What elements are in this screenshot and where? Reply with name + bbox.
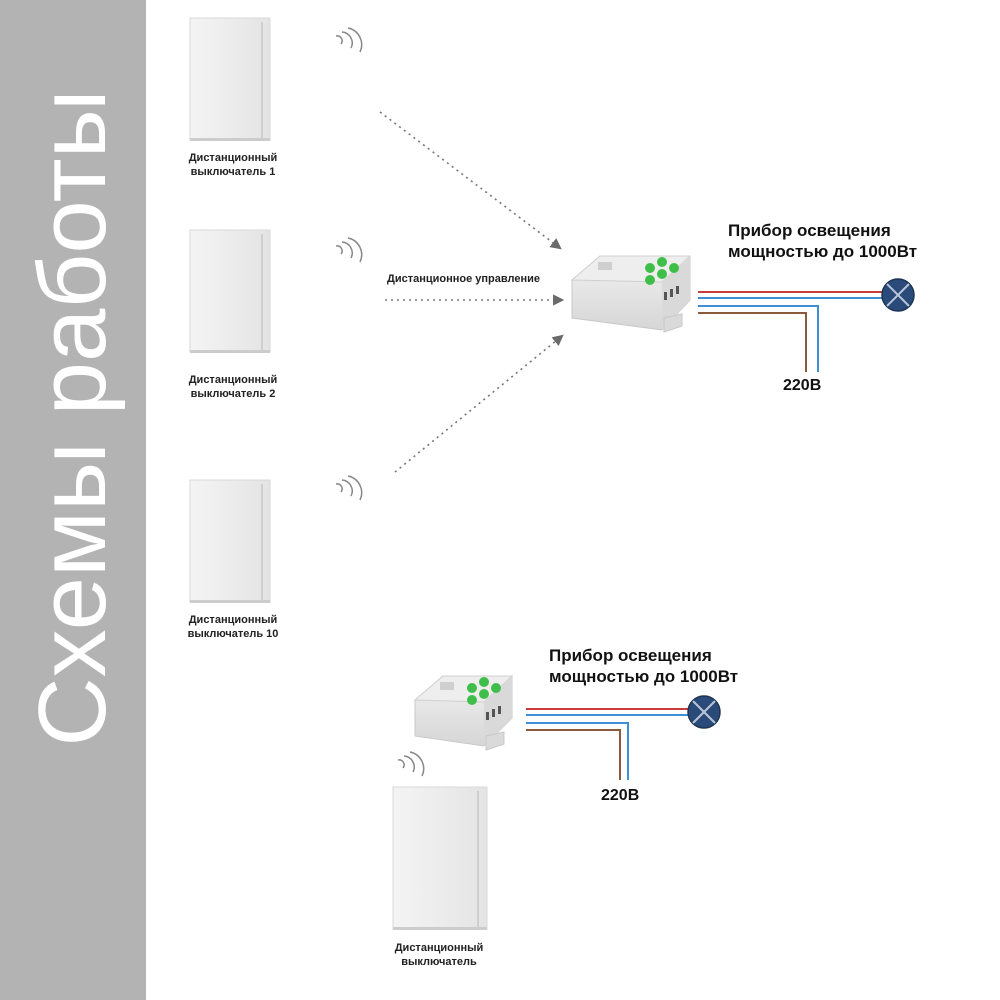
switch-label-1: Дистанционный выключатель 1 — [168, 151, 298, 179]
lamp-label: Прибор освещения мощностью до 1000Вт — [728, 220, 917, 262]
lamp-label-line: Прибор освещения — [728, 221, 891, 240]
wires — [698, 291, 882, 372]
switch-label-line: выключатель 1 — [190, 166, 276, 178]
signal-arrow-10 — [394, 334, 564, 473]
signal-arrow-1 — [379, 111, 562, 250]
wall-switch-2 — [189, 229, 271, 353]
switch-label-line: Дистанционный — [188, 374, 278, 386]
relay-module — [413, 675, 514, 751]
sidebar: Схемы работы — [0, 0, 146, 1000]
lamp-label-line: мощностью до 1000Вт — [728, 242, 918, 261]
wall-switch — [392, 786, 488, 930]
switch-label-line: Дистанционный — [188, 614, 278, 626]
switch-label: Дистанционный выключатель — [374, 941, 504, 969]
wall-switch-10 — [189, 479, 271, 603]
wireless-signal-icon — [335, 475, 363, 501]
wireless-signal-icon — [335, 27, 363, 53]
lamp-icon — [687, 695, 721, 729]
wireless-signal-icon — [335, 237, 363, 263]
switch-label-2: Дистанционный выключатель 2 — [168, 373, 298, 401]
wires — [526, 708, 688, 780]
switch-label-line: выключатель 10 — [187, 628, 279, 640]
voltage-label: 220В — [783, 377, 822, 394]
remote-control-label: Дистанционное управление — [387, 273, 540, 285]
relay-module — [570, 255, 692, 333]
lamp-icon — [881, 278, 915, 312]
wireless-signal-icon — [397, 751, 425, 777]
switch-label-line: Дистанционный — [394, 942, 484, 954]
switch-label-line: выключатель 2 — [190, 388, 276, 400]
switch-label-line: Дистанционный — [188, 152, 278, 164]
switch-label-line: выключатель — [401, 956, 477, 968]
lamp-label: Прибор освещения мощностью до 1000Вт — [549, 645, 738, 687]
wall-switch-1 — [189, 17, 271, 141]
switch-label-10: Дистанционный выключатель 10 — [168, 613, 298, 641]
voltage-label: 220В — [601, 787, 640, 804]
lamp-label-line: Прибор освещения — [549, 646, 712, 665]
lamp-label-line: мощностью до 1000Вт — [549, 667, 739, 686]
